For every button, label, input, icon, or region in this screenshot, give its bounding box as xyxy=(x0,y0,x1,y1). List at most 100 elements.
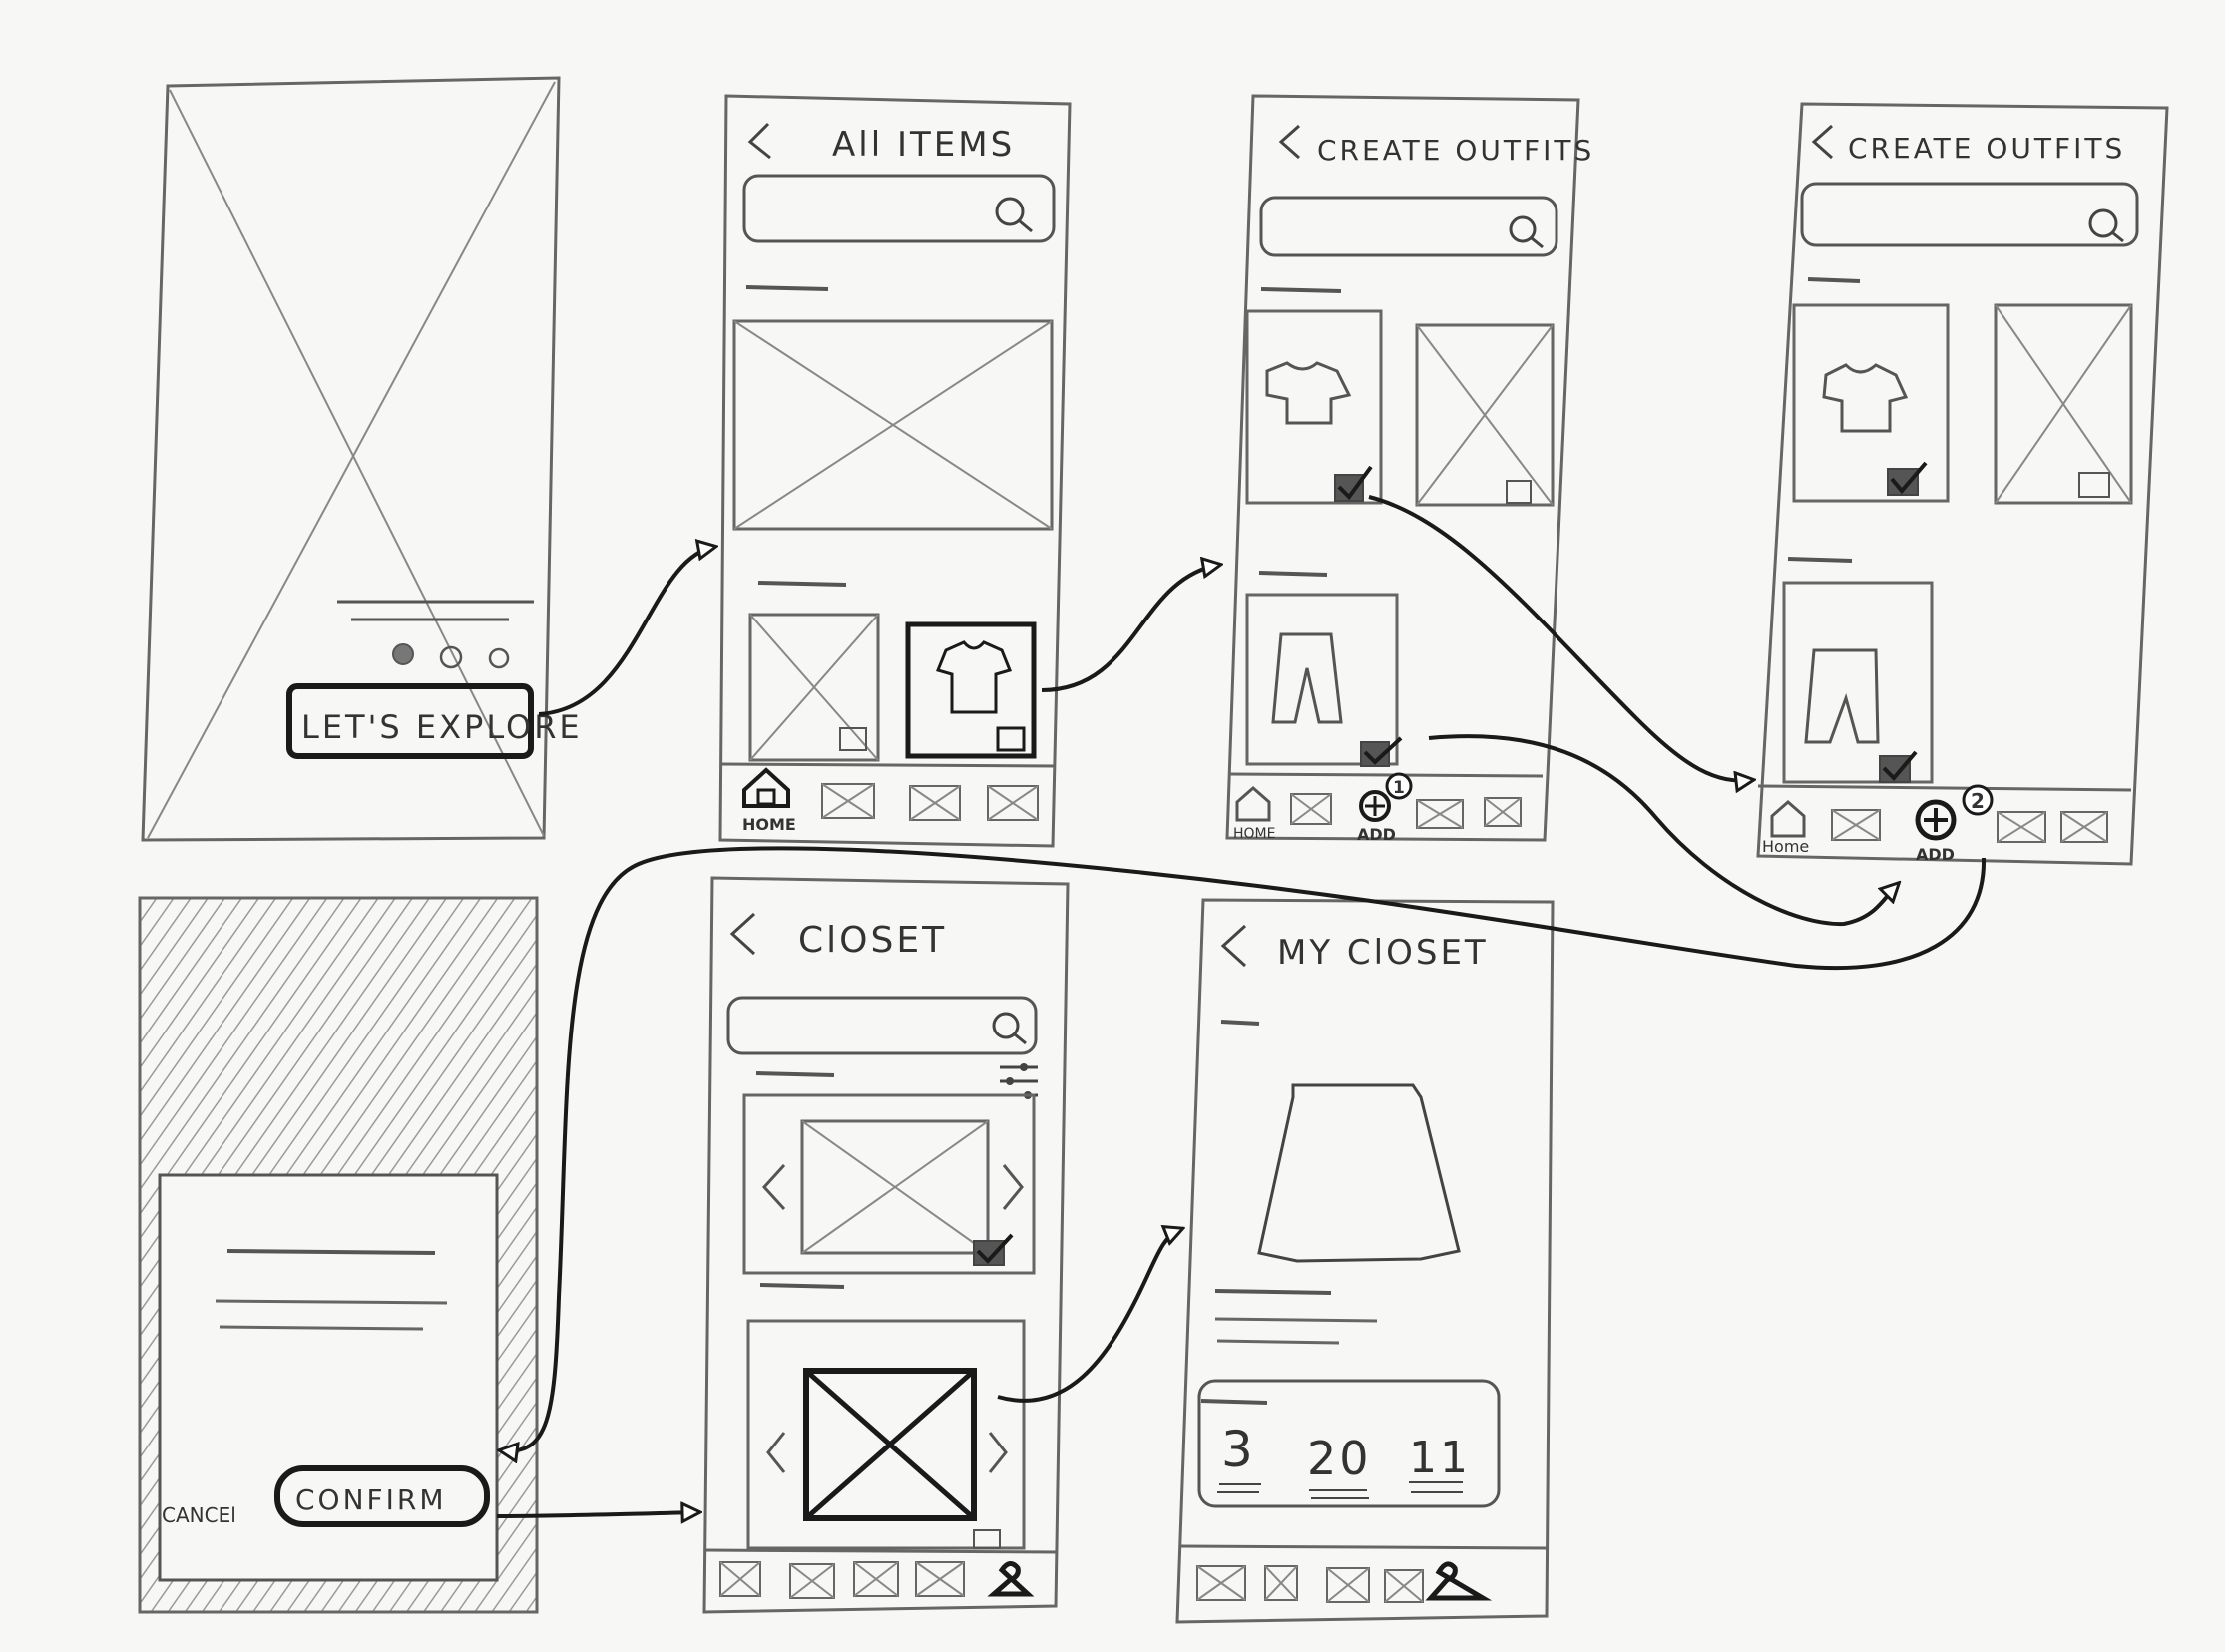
cancel-button[interactable]: CANCEl xyxy=(162,1503,236,1527)
section-heading-line-2 xyxy=(757,581,847,587)
tshirt-icon xyxy=(935,640,1013,714)
nav-item-1[interactable] xyxy=(719,1561,761,1597)
checkbox-icon[interactable] xyxy=(973,1529,1001,1549)
search-icon xyxy=(2088,208,2124,243)
nav-add[interactable]: 2 ADD xyxy=(1915,784,1994,864)
checkbox-icon[interactable] xyxy=(996,726,1026,752)
checkbox-icon[interactable] xyxy=(1506,480,1532,504)
bottom-nav xyxy=(1178,1544,1550,1603)
pants-icon xyxy=(1804,648,1880,744)
nav-item-4[interactable] xyxy=(1384,1569,1424,1603)
screen-create-outfits-1: CREATE OUTFITS xyxy=(1225,94,1594,844)
flow-arrow-confirm-to-closet xyxy=(496,1512,698,1516)
flow-arrows xyxy=(496,495,1987,1516)
section-heading-line xyxy=(1220,1020,1260,1026)
outfit-card-placeholder[interactable] xyxy=(1994,303,2133,505)
nav-item-3[interactable] xyxy=(853,1561,899,1597)
nav-item-2[interactable] xyxy=(1290,793,1332,825)
outfit-carousel-1[interactable] xyxy=(742,1093,1036,1275)
screen-create-outfits-2: CREATE OUTFITS xyxy=(1756,102,2169,866)
search-input[interactable] xyxy=(742,174,1056,243)
nav-item-4[interactable] xyxy=(1416,799,1464,829)
add-icon xyxy=(1359,790,1391,822)
nav-item-4[interactable] xyxy=(1997,811,2046,843)
nav-home[interactable]: HOME xyxy=(742,767,796,834)
flow-arrow-explore-to-items xyxy=(538,547,714,716)
nav-item-2[interactable] xyxy=(821,783,875,819)
screen-confirm-dialog: CANCEl CONFIRM xyxy=(138,896,539,1614)
item-card-placeholder[interactable] xyxy=(748,613,880,762)
confirm-label: CONFIRM xyxy=(295,1483,447,1516)
back-chevron-icon[interactable] xyxy=(1220,924,1247,968)
confirm-button[interactable]: CONFIRM xyxy=(274,1465,490,1527)
dialog-title-line xyxy=(226,1249,436,1255)
search-input[interactable] xyxy=(726,996,1038,1055)
nav-item-1[interactable] xyxy=(1196,1565,1246,1601)
date-picker[interactable]: 3 20 11 xyxy=(1197,1379,1501,1508)
add-count-label: 1 xyxy=(1393,778,1405,798)
flow-arrow-tshirt-to-create2 xyxy=(1368,495,1752,781)
checkbox-icon-checked[interactable] xyxy=(1360,736,1403,767)
screen-splash: LET'S EXPLORE xyxy=(141,76,583,842)
section-heading-line xyxy=(755,1071,835,1077)
home-icon xyxy=(1770,800,1806,838)
checkbox-icon-checked[interactable] xyxy=(1887,461,1928,496)
outfit-card-placeholder[interactable] xyxy=(1415,323,1555,507)
outfit-card-tshirt[interactable] xyxy=(1792,303,1950,503)
back-chevron-icon[interactable] xyxy=(1278,124,1300,160)
search-icon xyxy=(1509,215,1544,249)
nav-item-3[interactable] xyxy=(1326,1567,1370,1603)
nav-item-5[interactable] xyxy=(1484,797,1522,827)
item-card-tshirt[interactable] xyxy=(905,621,1037,759)
outfit-card-pants[interactable] xyxy=(1782,581,1934,784)
bottom-nav: HOME xyxy=(719,762,1057,834)
checkbox-icon-checked[interactable] xyxy=(1334,465,1373,502)
flow-arrow-closet-to-myclose xyxy=(997,1229,1181,1403)
nav-closet-hanger[interactable] xyxy=(1425,1561,1493,1601)
lets-explore-button[interactable]: LET'S EXPLORE xyxy=(286,683,583,759)
checkbox-icon[interactable] xyxy=(2078,472,2110,498)
checkbox-icon[interactable] xyxy=(839,727,867,751)
date-day[interactable]: 3 xyxy=(1221,1421,1256,1478)
back-chevron-icon[interactable] xyxy=(747,122,771,160)
checkbox-icon-checked[interactable] xyxy=(973,1233,1014,1266)
back-chevron-icon[interactable] xyxy=(729,912,756,956)
date-month[interactable]: 20 xyxy=(1307,1432,1372,1485)
nav-home-label: Home xyxy=(1762,837,1809,856)
flow-arrow-pants-to-add xyxy=(1428,734,1898,927)
add-count-badge xyxy=(1385,772,1413,800)
dialog-body-line xyxy=(215,1299,448,1305)
section-heading-line-2 xyxy=(1787,557,1853,563)
search-input[interactable] xyxy=(1259,196,1558,257)
nav-item-2[interactable] xyxy=(1264,1565,1298,1601)
carousel-next-icon[interactable] xyxy=(988,1432,1008,1473)
nav-item-2[interactable] xyxy=(789,1563,835,1599)
nav-home[interactable]: Home xyxy=(1762,800,1809,856)
carousel-prev-icon[interactable] xyxy=(761,1163,786,1211)
screen-my-closet: MY ClOSET 3 20 11 xyxy=(1175,898,1555,1624)
carousel-prev-icon[interactable] xyxy=(766,1432,786,1473)
outfit-card-tshirt[interactable] xyxy=(1245,309,1383,505)
outfit-carousel-2[interactable] xyxy=(746,1319,1026,1550)
nav-home[interactable]: HOME xyxy=(1233,786,1275,842)
checkbox-icon-checked[interactable] xyxy=(1879,750,1918,783)
page-title: CREATE OUTFITS xyxy=(1317,134,1594,167)
nav-item-4[interactable] xyxy=(915,1561,965,1597)
carousel-next-icon[interactable] xyxy=(1002,1164,1024,1210)
nav-item-4[interactable] xyxy=(987,785,1039,821)
nav-item-3[interactable] xyxy=(909,785,961,821)
outfit-card-pants[interactable] xyxy=(1245,593,1403,767)
back-chevron-icon[interactable] xyxy=(1811,124,1833,160)
nav-add[interactable]: 1 ADD xyxy=(1357,772,1413,844)
nav-closet-hanger[interactable] xyxy=(987,1561,1035,1597)
add-count-badge xyxy=(1962,784,1994,816)
search-icon xyxy=(992,1012,1027,1045)
add-icon xyxy=(1915,799,1957,841)
date-year[interactable]: 11 xyxy=(1409,1433,1471,1483)
search-input[interactable] xyxy=(1800,182,2139,247)
page-title: MY ClOSET xyxy=(1277,933,1489,973)
nav-item-5[interactable] xyxy=(2060,811,2108,843)
nav-item-2[interactable] xyxy=(1831,809,1881,841)
screen-closet: ClOSET xyxy=(702,876,1070,1614)
